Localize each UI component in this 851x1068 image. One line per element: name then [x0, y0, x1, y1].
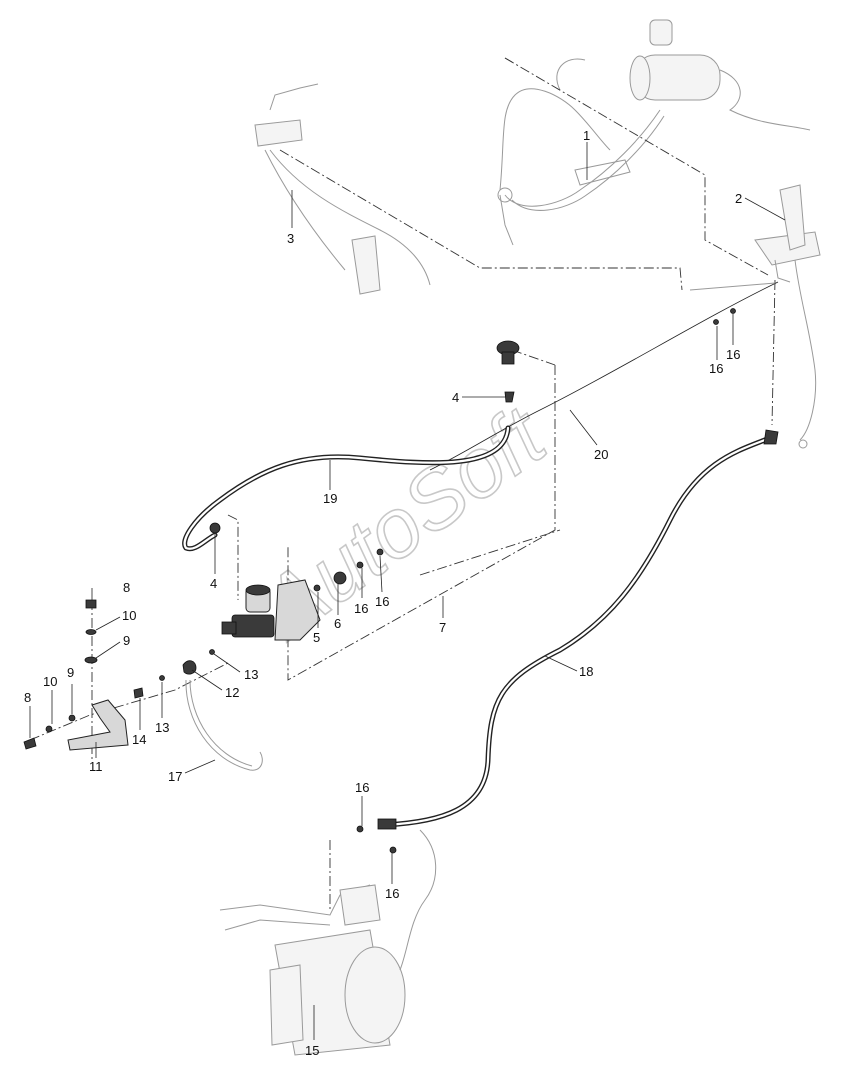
- callout-20: 20: [594, 447, 608, 462]
- callout-16-c: 16: [375, 594, 389, 609]
- callout-8-left: 8: [24, 690, 31, 705]
- callout-12: 12: [225, 685, 239, 700]
- callout-10-top: 10: [122, 608, 136, 623]
- callout-9-top: 9: [123, 633, 130, 648]
- callout-15: 15: [305, 1043, 319, 1058]
- callout-13-left: 13: [155, 720, 169, 735]
- lower-fittings: [356, 548, 397, 854]
- callout-11: 11: [89, 759, 103, 774]
- callout-3: 3: [287, 231, 294, 246]
- hose-19: [182, 425, 511, 552]
- callout-18: 18: [579, 664, 593, 679]
- lower-assembly: [219, 829, 437, 1056]
- callout-16-a: 16: [709, 361, 723, 376]
- callout-4-upper: 4: [452, 390, 459, 405]
- callout-19: 19: [323, 491, 337, 506]
- callout-1: 1: [583, 128, 590, 143]
- callout-4-lower: 4: [210, 576, 217, 591]
- connection-lines: [29, 57, 776, 910]
- callout-10-left: 10: [43, 674, 57, 689]
- bracket-11: [67, 699, 129, 751]
- hose-18: [377, 429, 779, 830]
- upper-right-assembly: [497, 19, 811, 246]
- callout-9-left: 9: [67, 665, 74, 680]
- cable-20: [429, 281, 779, 471]
- callout-5: 5: [313, 630, 320, 645]
- callout-6: 6: [334, 616, 341, 631]
- callout-16-f: 16: [385, 886, 399, 901]
- callout-13-right: 13: [244, 667, 258, 682]
- reservoir-cap: [496, 340, 520, 403]
- callout-16-d: 16: [354, 601, 368, 616]
- callout-14: 14: [132, 732, 146, 747]
- upper-left-assembly: [254, 83, 431, 295]
- master-cylinder: [209, 522, 347, 641]
- callout-8-top: 8: [123, 580, 130, 595]
- callout-16-e: 16: [355, 780, 369, 795]
- pedal-assembly: [754, 184, 821, 449]
- callout-16-b: 16: [726, 347, 740, 362]
- callout-labels: 1 2 3 4 4 5 6 7 8 8 10 9 10 9 11 12 13 1…: [24, 128, 742, 1058]
- leader-lines: [29, 142, 786, 1040]
- callout-17: 17: [168, 769, 182, 784]
- callout-2: 2: [735, 191, 742, 206]
- hose-17: [185, 679, 263, 771]
- callout-7: 7: [439, 620, 446, 635]
